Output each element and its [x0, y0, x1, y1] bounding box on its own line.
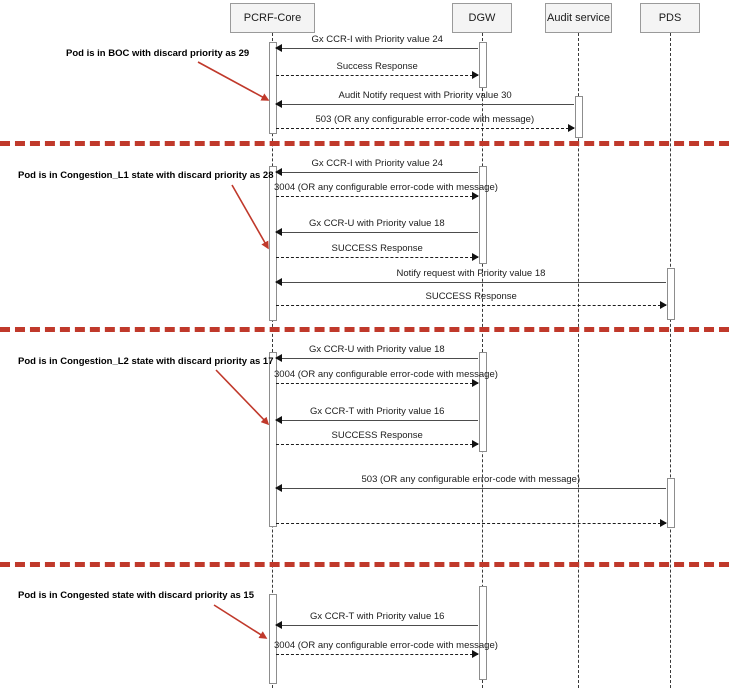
activation-bar-pds: [667, 268, 675, 320]
lifeline-label-pds: PDS: [658, 12, 682, 24]
message-label: 503 (OR any configurable error-code with…: [315, 114, 535, 125]
section-separator: [0, 327, 729, 332]
message-label: Success Response: [336, 61, 418, 72]
message-arrowhead: [472, 650, 479, 658]
state-annotation: Pod is in Congested state with discard p…: [18, 590, 254, 601]
annotation-pointer-arrow: [231, 184, 269, 250]
annotation-pointer-arrow: [213, 604, 268, 639]
message-label: Notify request with Priority value 18: [396, 268, 546, 279]
activation-bar-pcrf: [269, 42, 277, 134]
message-arrowhead: [472, 253, 479, 261]
message-arrowhead: [275, 168, 282, 176]
activation-bar-dgw: [479, 586, 487, 680]
message-label: 503 (OR any configurable error-code with…: [361, 474, 581, 485]
lifeline-header-pds[interactable]: PDS: [640, 3, 700, 33]
activation-bar-audit: [575, 96, 583, 138]
message-line: [276, 282, 666, 283]
section-separator: [0, 141, 729, 146]
message-line: [276, 104, 574, 105]
lifeline-label-dgw: DGW: [468, 12, 496, 24]
message-line: [276, 75, 478, 76]
message-arrowhead: [660, 519, 667, 527]
state-annotation: Pod is in Congestion_L2 state with disca…: [18, 356, 274, 367]
activation-bar-pcrf: [269, 166, 277, 321]
message-line: [276, 196, 478, 197]
message-line: [276, 358, 478, 359]
lifeline-header-dgw[interactable]: DGW: [452, 3, 512, 33]
activation-bar-dgw: [479, 166, 487, 264]
lifeline-audit: [578, 33, 579, 688]
message-line: [276, 383, 478, 384]
message-arrowhead: [275, 278, 282, 286]
lifeline-header-audit[interactable]: Audit service: [545, 3, 612, 33]
message-arrowhead: [472, 71, 479, 79]
section-separator: [0, 562, 729, 567]
message-line: [276, 420, 478, 421]
activation-bar-pds: [667, 478, 675, 528]
message-arrowhead: [275, 44, 282, 52]
lifeline-header-pcrf[interactable]: PCRF-Core: [230, 3, 315, 33]
message-line: [276, 172, 478, 173]
message-line: [276, 48, 478, 49]
lifeline-label-audit: Audit service: [547, 12, 610, 24]
message-label: Gx CCR-I with Priority value 24: [311, 34, 443, 45]
lifeline-label-pcrf: PCRF-Core: [243, 12, 302, 24]
message-line: [276, 232, 478, 233]
message-line: [276, 128, 574, 129]
message-arrowhead: [275, 416, 282, 424]
message-line: [276, 654, 478, 655]
message-line: [276, 625, 478, 626]
message-arrowhead: [275, 100, 282, 108]
activation-bar-dgw: [479, 42, 487, 88]
message-line: [276, 305, 666, 306]
message-label: Gx CCR-U with Priority value 18: [309, 218, 445, 229]
message-label: Audit Notify request with Priority value…: [338, 90, 512, 101]
activation-bar-dgw: [479, 352, 487, 452]
state-annotation: Pod is in BOC with discard priority as 2…: [66, 48, 250, 59]
lifeline-pds: [670, 33, 671, 688]
message-arrowhead: [472, 379, 479, 387]
message-line: [276, 257, 478, 258]
message-arrowhead: [275, 354, 282, 362]
message-label: 3004 (OR any configurable error-code wit…: [274, 182, 498, 193]
message-label: 3004 (OR any configurable error-code wit…: [274, 369, 498, 380]
annotation-pointer-arrow: [215, 369, 270, 426]
message-label: SUCCESS Response: [425, 291, 517, 302]
state-annotation: Pod is in Congestion_L1 state with disca…: [18, 170, 274, 181]
activation-bar-pcrf: [269, 352, 277, 527]
message-arrowhead: [472, 440, 479, 448]
message-label: Gx CCR-I with Priority value 24: [311, 158, 443, 169]
message-arrowhead: [275, 484, 282, 492]
message-label: Gx CCR-T with Priority value 16: [310, 611, 445, 622]
message-label: Gx CCR-T with Priority value 16: [310, 406, 445, 417]
message-arrowhead: [275, 621, 282, 629]
message-line: [276, 444, 478, 445]
message-arrowhead: [568, 124, 575, 132]
activation-bar-pcrf: [269, 594, 277, 684]
message-arrowhead: [660, 301, 667, 309]
message-label: 3004 (OR any configurable error-code wit…: [274, 640, 498, 651]
message-label: SUCCESS Response: [331, 430, 423, 441]
message-label: SUCCESS Response: [331, 243, 423, 254]
annotation-pointer-arrow: [197, 61, 270, 101]
message-arrowhead: [275, 228, 282, 236]
message-line: [276, 488, 666, 489]
message-label: Gx CCR-U with Priority value 18: [309, 344, 445, 355]
message-line: [276, 523, 666, 524]
message-arrowhead: [472, 192, 479, 200]
